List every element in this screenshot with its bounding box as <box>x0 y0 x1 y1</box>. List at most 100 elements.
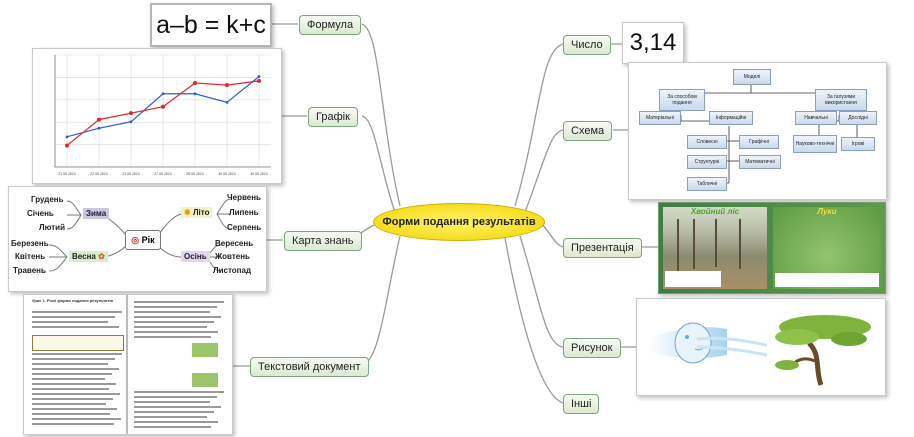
data-point <box>65 143 69 148</box>
data-point <box>193 81 197 85</box>
sun-icon: ✹ <box>184 208 191 217</box>
km-month-nov: Листопад <box>213 266 252 275</box>
doc-text-line <box>32 316 115 318</box>
doc-text-line <box>134 401 210 403</box>
doc-text-line <box>134 321 214 323</box>
doc-text-line <box>32 378 105 380</box>
scheme-material: Матеріальні <box>639 111 681 125</box>
slide-forest-caption <box>665 271 721 287</box>
scheme-card: Моделі За способом подання За галузями в… <box>628 62 887 200</box>
km-summer: ✹ Літо <box>181 207 213 218</box>
branch-presentation[interactable]: Презентація <box>563 238 642 258</box>
data-point <box>129 111 133 116</box>
tree-trunk <box>693 219 695 269</box>
doc-text-line <box>32 311 122 313</box>
doc-text-line <box>32 321 108 323</box>
scheme-verbal: Словесні <box>687 135 727 149</box>
scheme-structural: Структурні <box>687 155 727 169</box>
branch-picture[interactable]: Рисунок <box>563 338 621 358</box>
presentation-card: Хвойний ліс Луки <box>658 202 886 294</box>
doc-text-line <box>134 331 218 333</box>
slide-forest: Хвойний ліс <box>663 207 767 289</box>
branch-knowledge-map[interactable]: Карта знань <box>284 231 362 251</box>
doc-text-line <box>32 408 117 410</box>
branch-other[interactable]: Інші <box>563 394 600 414</box>
scheme-education: Навчальні <box>795 111 837 125</box>
km-spring: Весна ✿ <box>69 251 108 262</box>
x-tick-label: 23.09.2010 <box>122 172 140 176</box>
scheme-root: Моделі <box>733 69 771 85</box>
doc-text-line <box>32 358 115 360</box>
central-topic[interactable]: Форми подання результатів <box>373 203 545 241</box>
formula-text: a–b = k+c <box>156 10 266 39</box>
km-month-jan: Січень <box>27 209 54 218</box>
text-document-card: Урок 1. Різні форми подання результатів <box>23 294 233 435</box>
scheme-by-form: За способом подання <box>659 89 705 111</box>
doc-text-line <box>134 421 218 423</box>
doc-green-box-1 <box>192 343 218 357</box>
branch-graph[interactable]: Графік <box>308 107 358 127</box>
doc-text-line <box>32 388 109 390</box>
scheme-info: Інформаційні <box>709 111 753 125</box>
km-autumn: Осінь <box>181 251 210 262</box>
doc-text-line <box>32 363 108 365</box>
doc-text-line <box>32 418 121 420</box>
slide-meadow-title: Луки <box>817 207 837 216</box>
doc-note-box <box>32 335 124 351</box>
doc-text-line <box>134 326 207 328</box>
km-month-aug: Серпень <box>227 223 262 232</box>
data-point <box>161 104 165 109</box>
data-point <box>225 100 229 104</box>
knowledge-map-links <box>48 198 232 272</box>
doc-text-line <box>32 368 119 370</box>
km-month-jul: Липень <box>229 208 259 217</box>
km-center: ◎ Рік <box>125 230 161 250</box>
data-point <box>97 117 101 122</box>
doc-green-box-2 <box>192 373 218 387</box>
scheme-game: Ігрові <box>841 137 875 151</box>
doc-text-line <box>32 393 120 395</box>
x-tick-label: 30.09.2010 <box>218 172 236 176</box>
km-summer-label: Літо <box>192 208 210 217</box>
scheme-by-field: За галузями використання <box>815 89 867 111</box>
doc-title: Урок 1. Різні форми подання результатів <box>32 298 113 303</box>
branch-formula[interactable]: Формула <box>299 15 362 35</box>
tree-trunk <box>677 219 679 271</box>
butterfly-icon: ✿ <box>98 252 105 261</box>
branch-number[interactable]: Число <box>563 35 611 55</box>
scheme-research: Дослідні <box>839 111 877 125</box>
km-center-icon: ◎ <box>131 235 140 245</box>
doc-text-line <box>32 373 112 375</box>
data-point <box>129 120 133 124</box>
branch-text-document[interactable]: Текстовий документ <box>250 357 369 377</box>
km-month-may: Травень <box>13 266 46 275</box>
data-point <box>65 135 69 139</box>
x-tick-label: 22.09.2010 <box>90 172 108 176</box>
doc-text-line <box>134 301 224 303</box>
km-winter: Зима <box>83 208 110 219</box>
data-point <box>257 75 261 78</box>
doc-text-line <box>134 396 217 398</box>
km-month-apr: Квітень <box>15 252 46 261</box>
doc-text-line <box>32 383 116 385</box>
km-month-dec: Грудень <box>31 195 64 204</box>
km-month-sep: Вересень <box>215 239 254 248</box>
data-point <box>225 83 229 88</box>
km-month-jun: Червень <box>227 193 261 202</box>
km-month-feb: Лютий <box>39 223 65 232</box>
data-point <box>161 92 165 96</box>
doc-text-line <box>32 353 122 355</box>
doc-text-line <box>32 326 119 328</box>
doc-text-line <box>134 391 224 393</box>
branch-scheme[interactable]: Схема <box>563 121 613 141</box>
slide-forest-title: Хвойний ліс <box>690 207 740 216</box>
tree-trunk <box>715 219 717 267</box>
scheme-sci-tech: Науково-технічні <box>793 135 837 153</box>
doc-text-line <box>134 336 211 338</box>
doc-text-line <box>134 426 211 428</box>
wind-tree-illustration <box>647 315 871 386</box>
doc-text-line <box>32 403 106 405</box>
